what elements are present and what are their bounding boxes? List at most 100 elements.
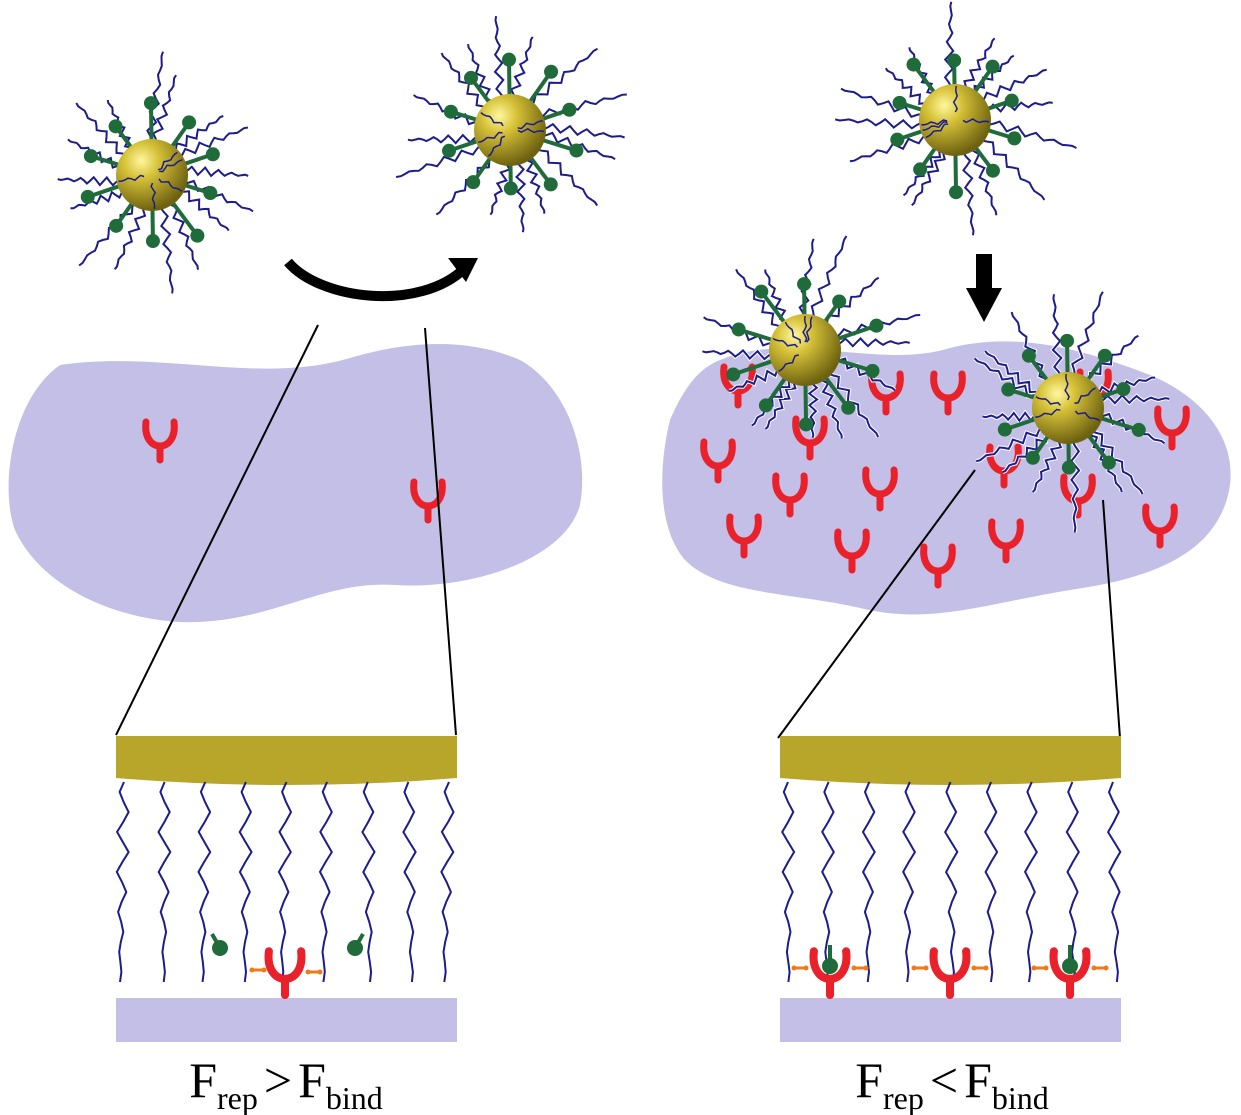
polymer-chain [161, 203, 173, 293]
ligand [1062, 958, 1078, 974]
polymer-chain [963, 148, 974, 235]
ligand [502, 53, 516, 67]
polymer-chain [517, 158, 525, 232]
ligand [1005, 94, 1019, 108]
ligand [81, 190, 95, 204]
polymer-chain [403, 782, 415, 982]
polymer-chain [441, 782, 453, 982]
interaction-arrow-tip [804, 966, 809, 971]
nanoparticle-surface [116, 736, 457, 785]
ligand [212, 940, 228, 956]
ligand [504, 181, 518, 195]
ligand [754, 285, 768, 299]
nanoparticle-surface [780, 736, 1121, 785]
polymer-chain [199, 782, 211, 982]
right-force-label: Frep<Fbind [752, 1050, 1152, 1115]
polymer-chain [765, 270, 788, 327]
ligand [347, 940, 363, 956]
right-label-frep-sub: rep [883, 1080, 924, 1115]
ligand [947, 53, 961, 67]
ligand [841, 401, 855, 415]
ligand [797, 277, 811, 291]
free-nanoparticle-left [58, 52, 253, 294]
interaction-arrow-tip [912, 966, 917, 971]
bounce-arrow-body [288, 262, 465, 296]
polymer-chain [841, 89, 925, 118]
interaction-arrow-tip [1044, 966, 1049, 971]
ligand [1022, 349, 1036, 363]
ligand [890, 133, 904, 147]
ligand [799, 417, 813, 431]
polymer-chain [835, 119, 925, 128]
ligand [206, 147, 220, 161]
down-arrow-body [976, 254, 992, 290]
nanoparticle-core [769, 314, 841, 386]
polymer-chain [736, 269, 781, 331]
ligand [444, 105, 458, 119]
polymer-chain [528, 49, 598, 106]
right-label-fbind-f: F [964, 1052, 992, 1108]
polymer-chain [782, 782, 794, 982]
polymer-chain [159, 782, 171, 982]
ligand [1060, 334, 1074, 348]
nanoparticle-core [116, 139, 188, 211]
polymer-chain [153, 75, 176, 145]
ligand [190, 229, 204, 243]
ligand [203, 186, 217, 200]
ligand [732, 322, 746, 336]
ligand [726, 367, 740, 381]
membrane-surface [116, 998, 457, 1042]
zoom-receptor [934, 951, 967, 995]
membrane-surface [780, 998, 1121, 1042]
interaction-arrow-tip [924, 966, 929, 971]
incoming-nanoparticle [835, 2, 1076, 236]
ligand [442, 144, 456, 158]
ligand [1098, 349, 1112, 363]
ligand [1026, 451, 1040, 465]
left-cell-membrane [9, 344, 583, 622]
left-label-frep-f: F [189, 1052, 217, 1108]
polymer-chain [182, 167, 249, 176]
ligand [759, 398, 773, 412]
polymer-chain [540, 124, 625, 137]
down-arrow-head [966, 288, 1002, 322]
nanoparticle-core [919, 84, 991, 156]
polymer-chain [362, 782, 374, 982]
right-label-frep-f: F [855, 1052, 883, 1108]
interaction-arrow-tip [1104, 966, 1109, 971]
left-label-operator: > [258, 1052, 298, 1108]
polymer-chain [1025, 782, 1037, 982]
ligand [182, 115, 196, 129]
polymer-chain [985, 782, 997, 982]
polymer-chain [117, 782, 129, 982]
ligand [998, 423, 1012, 437]
ligand [464, 71, 478, 85]
ligand [949, 185, 963, 199]
polymer-chain [945, 782, 957, 982]
interaction-arrow-tip [972, 966, 977, 971]
polymer-chain [279, 782, 291, 982]
interaction-arrow-tip [250, 968, 255, 973]
ligand [1116, 382, 1130, 396]
zoom-receptor [269, 951, 302, 995]
polymer-chain [903, 782, 915, 982]
interaction-arrow-tip [1032, 966, 1037, 971]
polymer-chain [536, 95, 626, 118]
repelled-nanoparticle [396, 16, 627, 232]
ligand [893, 96, 907, 110]
polymer-chain [396, 146, 485, 177]
left-label-frep-sub: rep [217, 1080, 258, 1115]
ligand [109, 219, 123, 233]
interaction-arrow-tip [306, 970, 311, 975]
receptor-cup [269, 951, 302, 979]
nanoparticle-core [474, 94, 546, 166]
ligand [146, 234, 160, 248]
left-zoom-interface [116, 736, 457, 1042]
ligand [1007, 131, 1021, 145]
ligand [466, 175, 480, 189]
ligand [1102, 456, 1116, 470]
right-label-operator: < [924, 1052, 964, 1108]
ligand [144, 96, 158, 110]
ligand [832, 294, 846, 308]
ligand [109, 119, 123, 133]
